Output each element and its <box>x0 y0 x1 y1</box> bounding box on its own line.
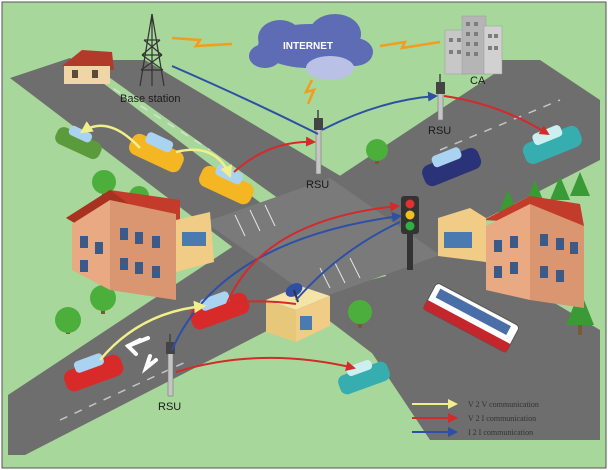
internet-label: INTERNET <box>283 41 333 52</box>
car-teal <box>338 359 390 395</box>
tree-icon <box>348 300 372 328</box>
base-station-tower-icon <box>139 13 165 87</box>
house-left <box>66 190 214 300</box>
rsu-pole-icon <box>166 334 175 397</box>
tree-icon <box>90 285 116 314</box>
rsu-label-mid: RSU <box>306 179 329 191</box>
car-red <box>63 353 124 392</box>
car-green <box>55 125 102 160</box>
bus <box>422 283 519 353</box>
taxi-car <box>129 132 184 173</box>
ca-label: CA <box>470 75 486 87</box>
intersection <box>205 178 440 300</box>
car-navy <box>422 147 482 187</box>
legend-label-i2i: I 2 I communication <box>468 428 533 437</box>
traffic-light-icon <box>401 196 419 270</box>
tree-icon <box>55 307 81 334</box>
rsu-label-top: RSU <box>428 125 451 137</box>
communication-links <box>79 65 550 373</box>
legend-item-v2v: V 2 V communication <box>412 399 539 409</box>
car-teal <box>522 125 582 164</box>
direction-arrow-icon <box>124 336 158 374</box>
crosswalk <box>234 204 361 289</box>
rsu-pole-icon <box>314 110 323 175</box>
rsu-pole-icon <box>436 74 445 121</box>
base-station-label: Base station <box>120 93 181 105</box>
house-right <box>438 196 584 308</box>
rsu-label-bottom: RSU <box>158 401 181 413</box>
internet-cloud-icon <box>249 14 373 80</box>
tree-icon <box>366 139 388 164</box>
small-house <box>62 50 114 84</box>
legend: V 2 V communication V 2 I communication … <box>412 399 539 437</box>
tree-icon <box>92 170 116 196</box>
lightning-icon <box>171 36 441 105</box>
legend-label-v2i: V 2 I communication <box>468 414 536 423</box>
legend-item-v2i: V 2 I communication <box>412 413 536 423</box>
legend-label-v2v: V 2 V communication <box>468 400 539 409</box>
tree-icon <box>566 290 594 335</box>
legend-item-i2i: I 2 I communication <box>412 427 533 437</box>
ca-building-icon <box>444 15 503 75</box>
